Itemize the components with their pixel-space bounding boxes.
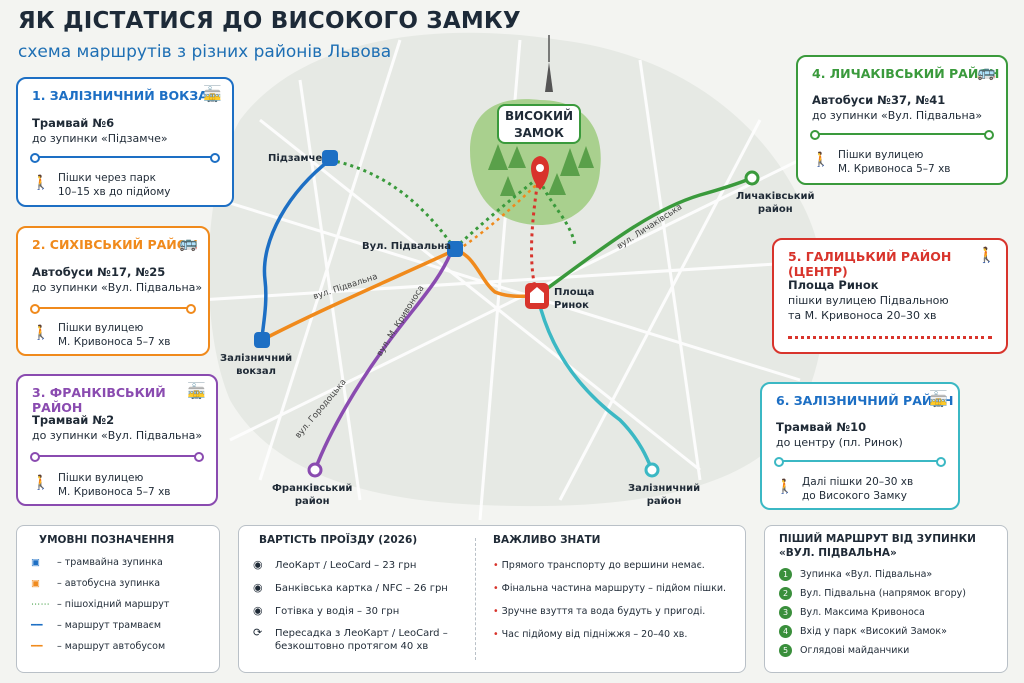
transfer-icon: ⟳ — [253, 626, 263, 639]
route-tram-10 — [536, 297, 654, 471]
tram-icon: 🚋 — [929, 390, 948, 408]
tram-stop-icon: ▣ — [31, 557, 40, 568]
legend-panel: УМОВНІ ПОЗНАЧЕННЯ ▣– трамвайна зупинка ▣… — [16, 525, 220, 673]
bus-stop-icon: ▣ — [31, 578, 40, 589]
endpoint-frankivsk — [307, 462, 323, 478]
route-card-sykhiv: 2. СИХІВСЬКИЙ РАЙОН 🚌 Автобуси №17, №25 … — [16, 226, 210, 356]
city-area — [208, 32, 825, 507]
route-line — [774, 457, 946, 467]
route-card-rail: 1. ЗАЛІЗНИЧНИЙ ВОКЗАЛ 🚋 Трамвай №6 до зу… — [16, 77, 234, 207]
walk-icon: 🚶 — [776, 479, 794, 495]
endpoint-lychakiv — [744, 170, 760, 186]
walk-route-rynok — [530, 179, 540, 293]
route-card-title: 4. ЛИЧАКІВСЬКИЙ РАЙОН — [812, 66, 1000, 81]
bus-icon: 🚌 — [977, 63, 996, 81]
stop-vokzal — [254, 332, 270, 348]
bank-card-icon: ◉ — [253, 581, 263, 594]
route-card-title: 5. ГАЛИЦЬКИЙ РАЙОН (ЦЕНТР) — [788, 249, 952, 279]
route-bus-lychakiv — [543, 176, 753, 292]
route-card-title: 1. ЗАЛІЗНИЧНИЙ ВОКЗАЛ — [32, 88, 219, 103]
walk-icon: 🚶 — [32, 475, 50, 491]
tram-icon: 🚋 — [203, 85, 222, 103]
route-line — [30, 452, 204, 462]
castle-pin — [531, 156, 549, 190]
route-line — [30, 153, 220, 163]
walkroute-panel: ПІШИЙ МАРШРУТ ВІД ЗУПИНКИ«ВУЛ. ПІДВАЛЬНА… — [764, 525, 1008, 673]
route-card-lychakiv: 4. ЛИЧАКІВСЬКИЙ РАЙОН 🚌 Автобуси №37, №4… — [796, 55, 1008, 185]
route-line — [810, 130, 994, 140]
label-pidzamche: Підзамче — [268, 153, 323, 164]
route-tram-2 — [313, 249, 454, 471]
walk-route-line — [788, 336, 992, 339]
page-title: ЯК ДІСТАТИСЯ ДО ВИСОКОГО ЗАМКУ — [18, 8, 521, 34]
page-subtitle: схема маршрутів з різних районів Львова — [18, 42, 392, 62]
label-pidvalna: Вул. Підвальна — [362, 241, 451, 252]
route-card-title: 6. ЗАЛІЗНИЧНИЙ РАЙОН — [776, 393, 954, 408]
tram-icon: 🚋 — [187, 382, 206, 400]
panel-divider — [475, 538, 476, 660]
walk-route-sykhiv — [457, 184, 537, 252]
walk-icon: 🚶 — [32, 175, 50, 191]
walk-icon: 🚶 — [32, 325, 50, 341]
route-line — [30, 304, 196, 314]
stop-pidzamche — [322, 150, 338, 166]
bus-line-icon: ━━ — [31, 641, 43, 652]
tram-line-icon: ━━ — [31, 620, 43, 631]
walk-icon: 🚶 — [812, 152, 830, 168]
trees — [488, 110, 594, 196]
walk-line-icon: ⋯⋯ — [31, 599, 50, 610]
route-tram-6 — [260, 158, 332, 341]
route-card-halych: 5. ГАЛИЦЬКИЙ РАЙОН (ЦЕНТР) 🚶 Площа Ринок… — [772, 238, 1008, 354]
route-card-title: 2. СИХІВСЬКИЙ РАЙОН — [32, 237, 198, 252]
walk-routes — [329, 158, 577, 250]
route-card-frankivsk: 3. ФРАНКІВСЬКИЙ РАЙОН 🚋 Трамвай №2 до зу… — [16, 374, 218, 506]
route-card-title: 3. ФРАНКІВСЬКИЙ РАЙОН — [32, 385, 166, 415]
info-panel: ВАРТІСТЬ ПРОЇЗДУ (2026) ◉ЛеоКарт / LeoCa… — [238, 525, 746, 673]
leocard-icon: ◉ — [253, 558, 263, 571]
cash-icon: ◉ — [253, 604, 263, 617]
bus-icon: 🚌 — [179, 234, 198, 252]
tv-tower — [545, 62, 553, 92]
endpoint-zaliznychnyi — [644, 462, 660, 478]
stop-pidvalna — [447, 241, 463, 257]
walk-icon: 🚶 — [977, 246, 996, 264]
route-card-zaliznychnyi: 6. ЗАЛІЗНИЧНИЙ РАЙОН 🚋 Трамвай №10 до це… — [760, 382, 960, 510]
